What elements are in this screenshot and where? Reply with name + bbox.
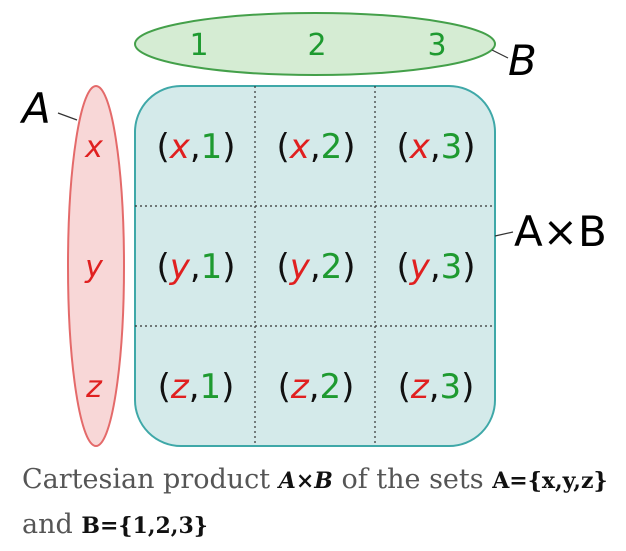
pair-cell: (x,3) — [396, 127, 475, 167]
set-b-element: 3 — [427, 28, 446, 63]
caption-math-product: A×B — [278, 468, 333, 494]
pair-cell: (z,1) — [158, 367, 235, 407]
set-b-label-leader — [491, 49, 509, 59]
set-a-ellipse — [67, 85, 125, 447]
caption-text: Cartesian product — [22, 464, 279, 495]
set-a-element: y — [84, 250, 104, 285]
product-pairs: (x,1) (x,2) (x,3) (y,1) (y,2) (y,3) (z,1… — [156, 127, 475, 407]
pair-cell: (z,3) — [398, 367, 475, 407]
caption-text: of the sets — [332, 464, 493, 495]
set-a-label-leader — [57, 112, 78, 121]
set-a-element: z — [85, 370, 103, 405]
set-b-element: 2 — [307, 28, 326, 63]
set-b-label: B — [508, 36, 537, 85]
pair-cell: (y,3) — [396, 247, 475, 287]
caption-text: and — [22, 509, 82, 540]
product-grid-background — [134, 85, 496, 447]
caption-math-set-a: A={x,y,z} — [492, 468, 608, 494]
pair-cell: (y,1) — [156, 247, 235, 287]
set-b-ellipse — [134, 12, 496, 76]
set-a-element: x — [84, 130, 103, 165]
set-b-element: 1 — [189, 28, 208, 63]
caption-math-set-b: B={1,2,3} — [81, 513, 208, 539]
product-label-leader — [494, 231, 514, 237]
pair-cell: (z,2) — [278, 367, 355, 407]
pair-cell: (y,2) — [276, 247, 355, 287]
pair-cell: (x,1) — [156, 127, 235, 167]
set-a-label: A — [19, 84, 51, 133]
figure-caption: Cartesian product A×B of the sets A={x,y… — [22, 458, 622, 548]
product-label: A×B — [514, 207, 607, 256]
pair-cell: (x,2) — [276, 127, 355, 167]
cartesian-product-diagram: A B A×B 1 2 3 x y z (x,1) (x,2) (x,3) (y… — [19, 12, 607, 447]
